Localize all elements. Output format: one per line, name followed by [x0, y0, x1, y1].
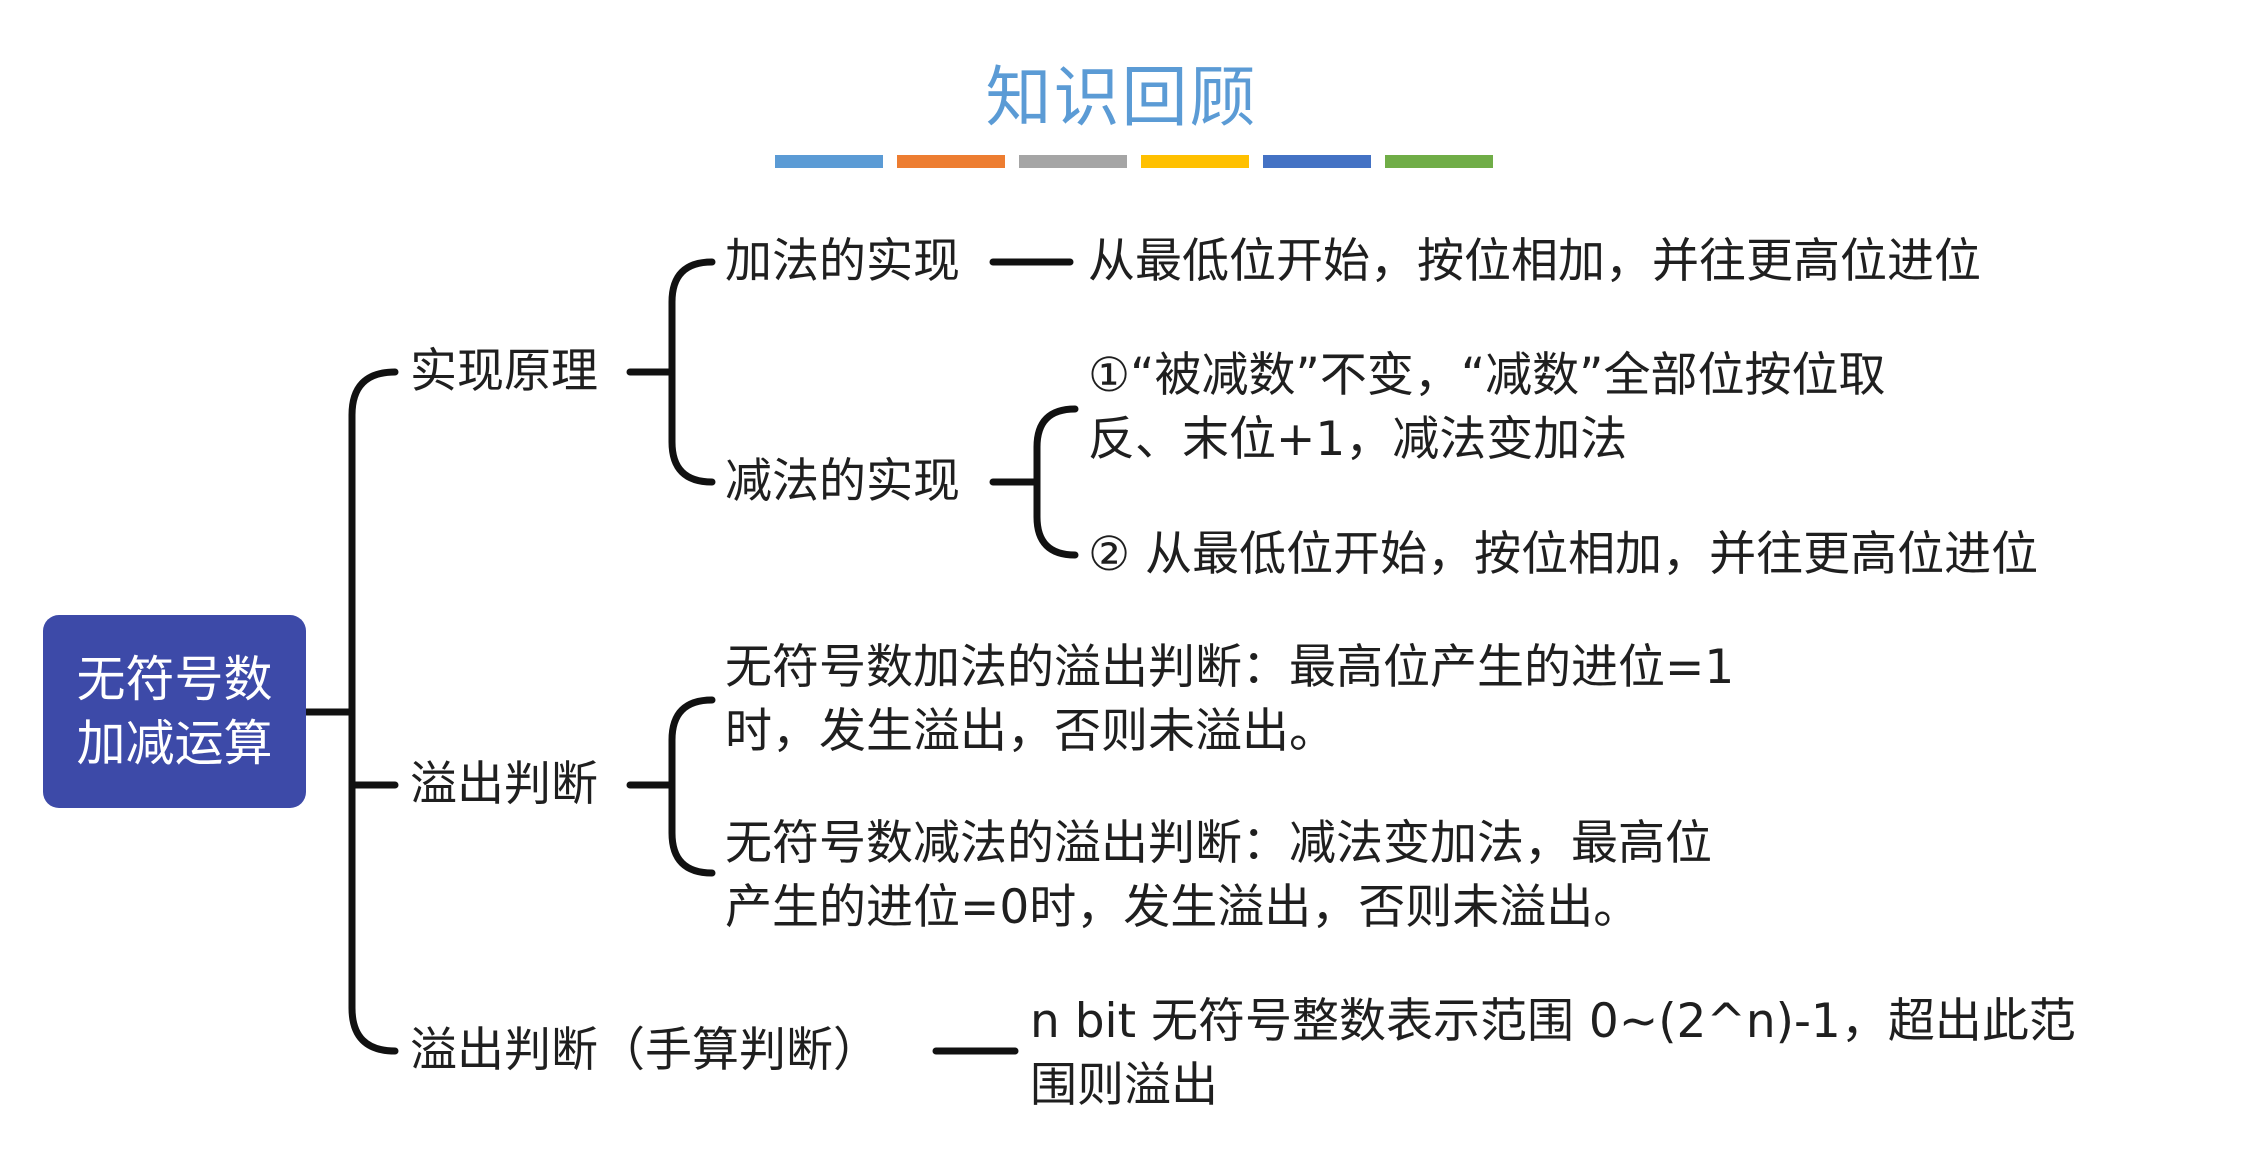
color-bar: [1141, 155, 1249, 168]
manual-node: 溢出判断（手算判断）: [410, 1023, 880, 1078]
subtraction-step2: ② 从最低位开始，按位相加，并往更高位进位: [1088, 527, 2039, 582]
color-bar: [897, 155, 1005, 168]
overflow-sub-rule: 无符号数减法的溢出判断：减法变加法，最高位 产生的进位=0时，发生溢出，否则未溢…: [725, 812, 1712, 940]
addition-node: 加法的实现: [725, 234, 960, 289]
subtraction-step1-line: ①“被减数”不变，“减数”全部位按位取: [1088, 348, 1886, 403]
page-title: 知识回顾: [985, 59, 1258, 136]
manual-rule-line: n bit 无符号整数表示范围 0~(2^n)-1，超出此范: [1030, 994, 2076, 1049]
addition-detail: 从最低位开始，按位相加，并往更高位进位: [1088, 234, 1981, 289]
overflow-sub-rule-line: 产生的进位=0时，发生溢出，否则未溢出。: [725, 880, 1641, 935]
subtraction-node: 减法的实现: [725, 454, 960, 509]
overflow-add-rule: 无符号数加法的溢出判断：最高位产生的进位=1 时，发生溢出，否则未溢出。: [725, 636, 1734, 764]
main-bracket: [348, 368, 399, 1055]
root-node-line: 加减运算: [76, 714, 273, 772]
color-bar: [1019, 155, 1127, 168]
manual-rule: n bit 无符号整数表示范围 0~(2^n)-1，超出此范 围则溢出: [1030, 990, 2076, 1118]
subtraction-step1-line: 反、末位+1，减法变加法: [1088, 412, 1628, 467]
principle-node: 实现原理: [410, 344, 598, 399]
overflow-add-rule-line: 无符号数加法的溢出判断：最高位产生的进位=1: [725, 640, 1735, 695]
overflow-add-rule-line: 时，发生溢出，否则未溢出。: [725, 704, 1336, 759]
principle-bracket: [668, 258, 716, 486]
overflow-bracket: [668, 696, 716, 877]
color-bar: [1263, 155, 1371, 168]
root-node: 无符号数 加减运算: [43, 615, 306, 808]
overflow-node: 溢出判断: [410, 757, 598, 812]
subtraction-bracket: [1033, 405, 1079, 559]
color-bar: [775, 155, 883, 168]
color-bar: [1385, 155, 1493, 168]
root-node-line: 无符号数: [76, 650, 273, 708]
manual-rule-line: 围则溢出: [1030, 1058, 1218, 1113]
overflow-sub-rule-line: 无符号数减法的溢出判断：减法变加法，最高位: [725, 816, 1712, 871]
subtraction-step1: ①“被减数”不变，“减数”全部位按位取 反、末位+1，减法变加法: [1088, 344, 1886, 472]
